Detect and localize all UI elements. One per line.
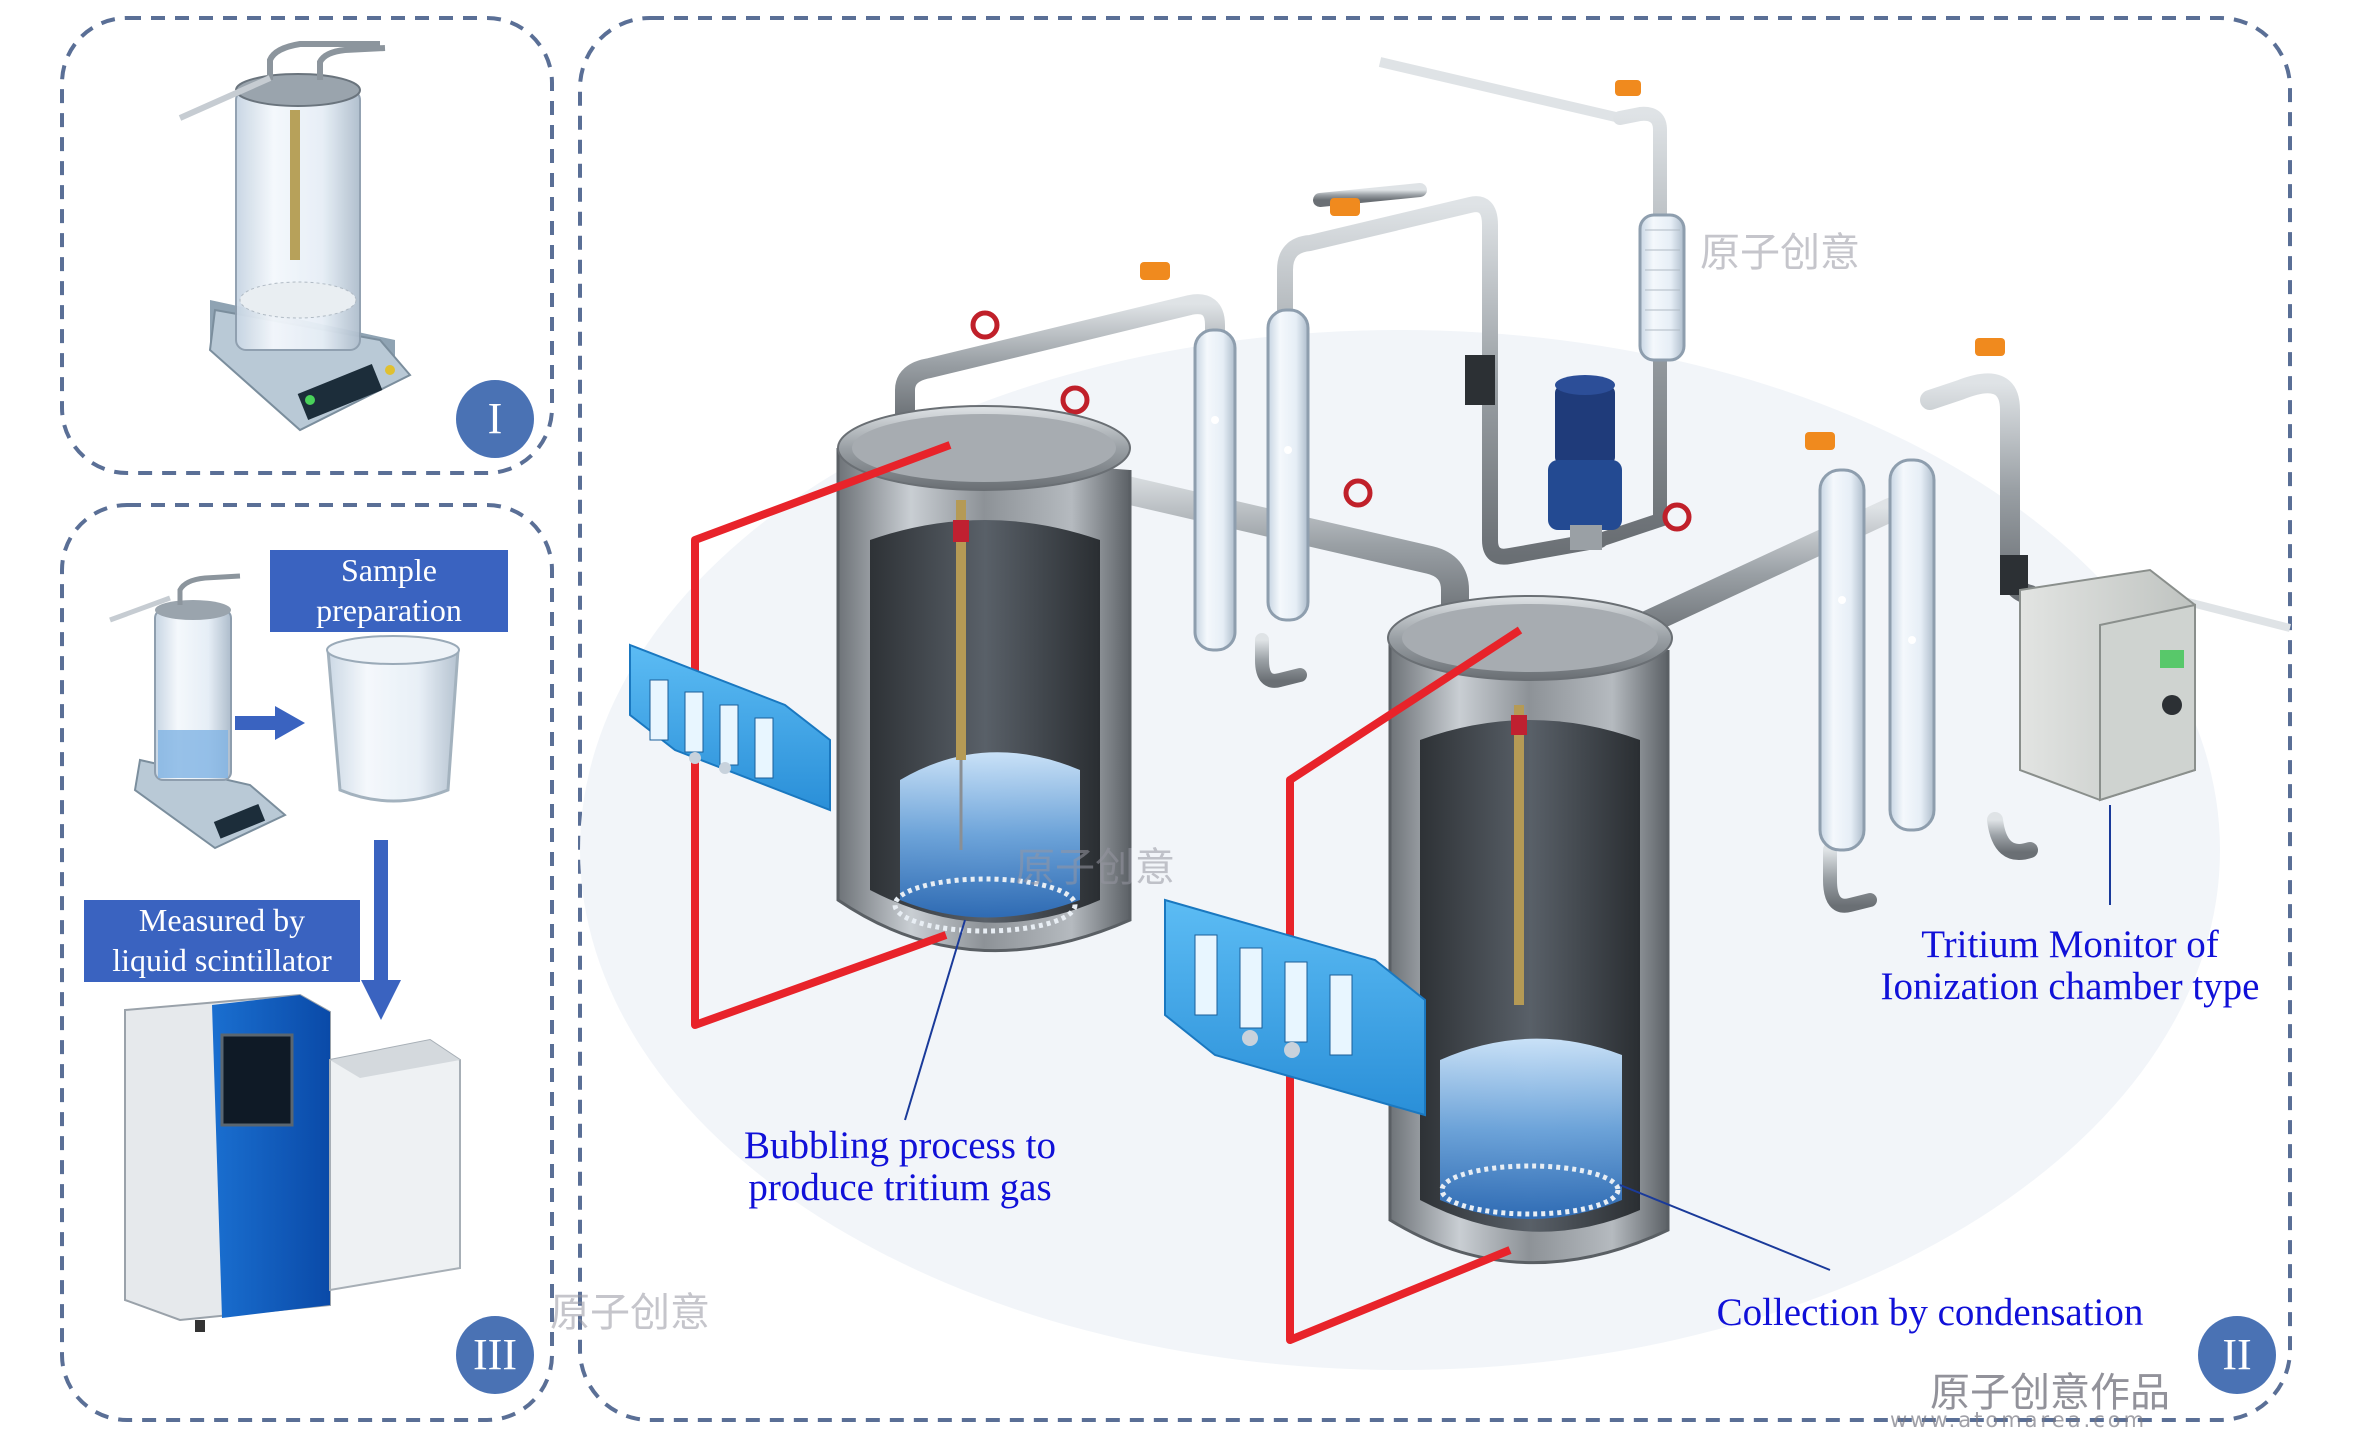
collection-label: Collection by condensation <box>1716 1291 2144 1334</box>
vessel-bubbling <box>836 405 1132 953</box>
watermark-center: 原子创意 <box>1015 845 1175 891</box>
bubbling-line1: Bubbling process to <box>744 1124 1056 1167</box>
watermark-top: 原子创意 <box>1700 230 1860 276</box>
heater-panel-1 <box>629 643 831 812</box>
watermark-url: www.atomarea.com <box>1890 1408 2148 1432</box>
valves <box>970 80 2005 532</box>
tritium-monitor-box <box>2019 568 2196 802</box>
tritium-monitor-line1: Tritium Monitor of <box>1921 923 2219 966</box>
panel-i-apparatus <box>178 41 412 432</box>
panel-iii-badge: III <box>456 1316 534 1394</box>
panel-ii-badge: II <box>2198 1316 2276 1394</box>
vessel-condensation <box>1387 595 1673 1265</box>
measured-by-label: Measured by liquid scintillator <box>84 900 360 982</box>
leader-lines <box>904 805 2111 1271</box>
sample-preparation-label: Sample preparation <box>270 550 508 632</box>
panel-ii-frame <box>578 16 2292 1422</box>
sample-preparation-line2: preparation <box>316 592 462 628</box>
watermark-brand-works: 原子创意作品 <box>1930 1370 2170 1416</box>
measured-by-line2: liquid scintillator <box>112 942 332 978</box>
heater-panel-2 <box>1164 898 1426 1117</box>
bubbling-line2: produce tritium gas <box>748 1166 1052 1209</box>
tritium-monitor-label: Tritium Monitor of Ionization chamber ty… <box>1860 924 2280 1008</box>
bubbling-label: Bubbling process to produce tritium gas <box>720 1125 1080 1209</box>
panel-iii-apparatus <box>109 573 461 1332</box>
condensers <box>1193 213 2028 852</box>
panel-iii-frame <box>60 503 554 1422</box>
panel-i-badge: I <box>456 380 534 458</box>
measured-by-line1: Measured by <box>138 902 306 938</box>
watermark-left: 原子创意 <box>550 1290 710 1336</box>
panel-i-frame <box>60 16 554 475</box>
tritium-monitor-line2: Ionization chamber type <box>1880 965 2260 1008</box>
sample-preparation-line1: Sample <box>341 552 437 588</box>
pump <box>1548 375 1622 550</box>
